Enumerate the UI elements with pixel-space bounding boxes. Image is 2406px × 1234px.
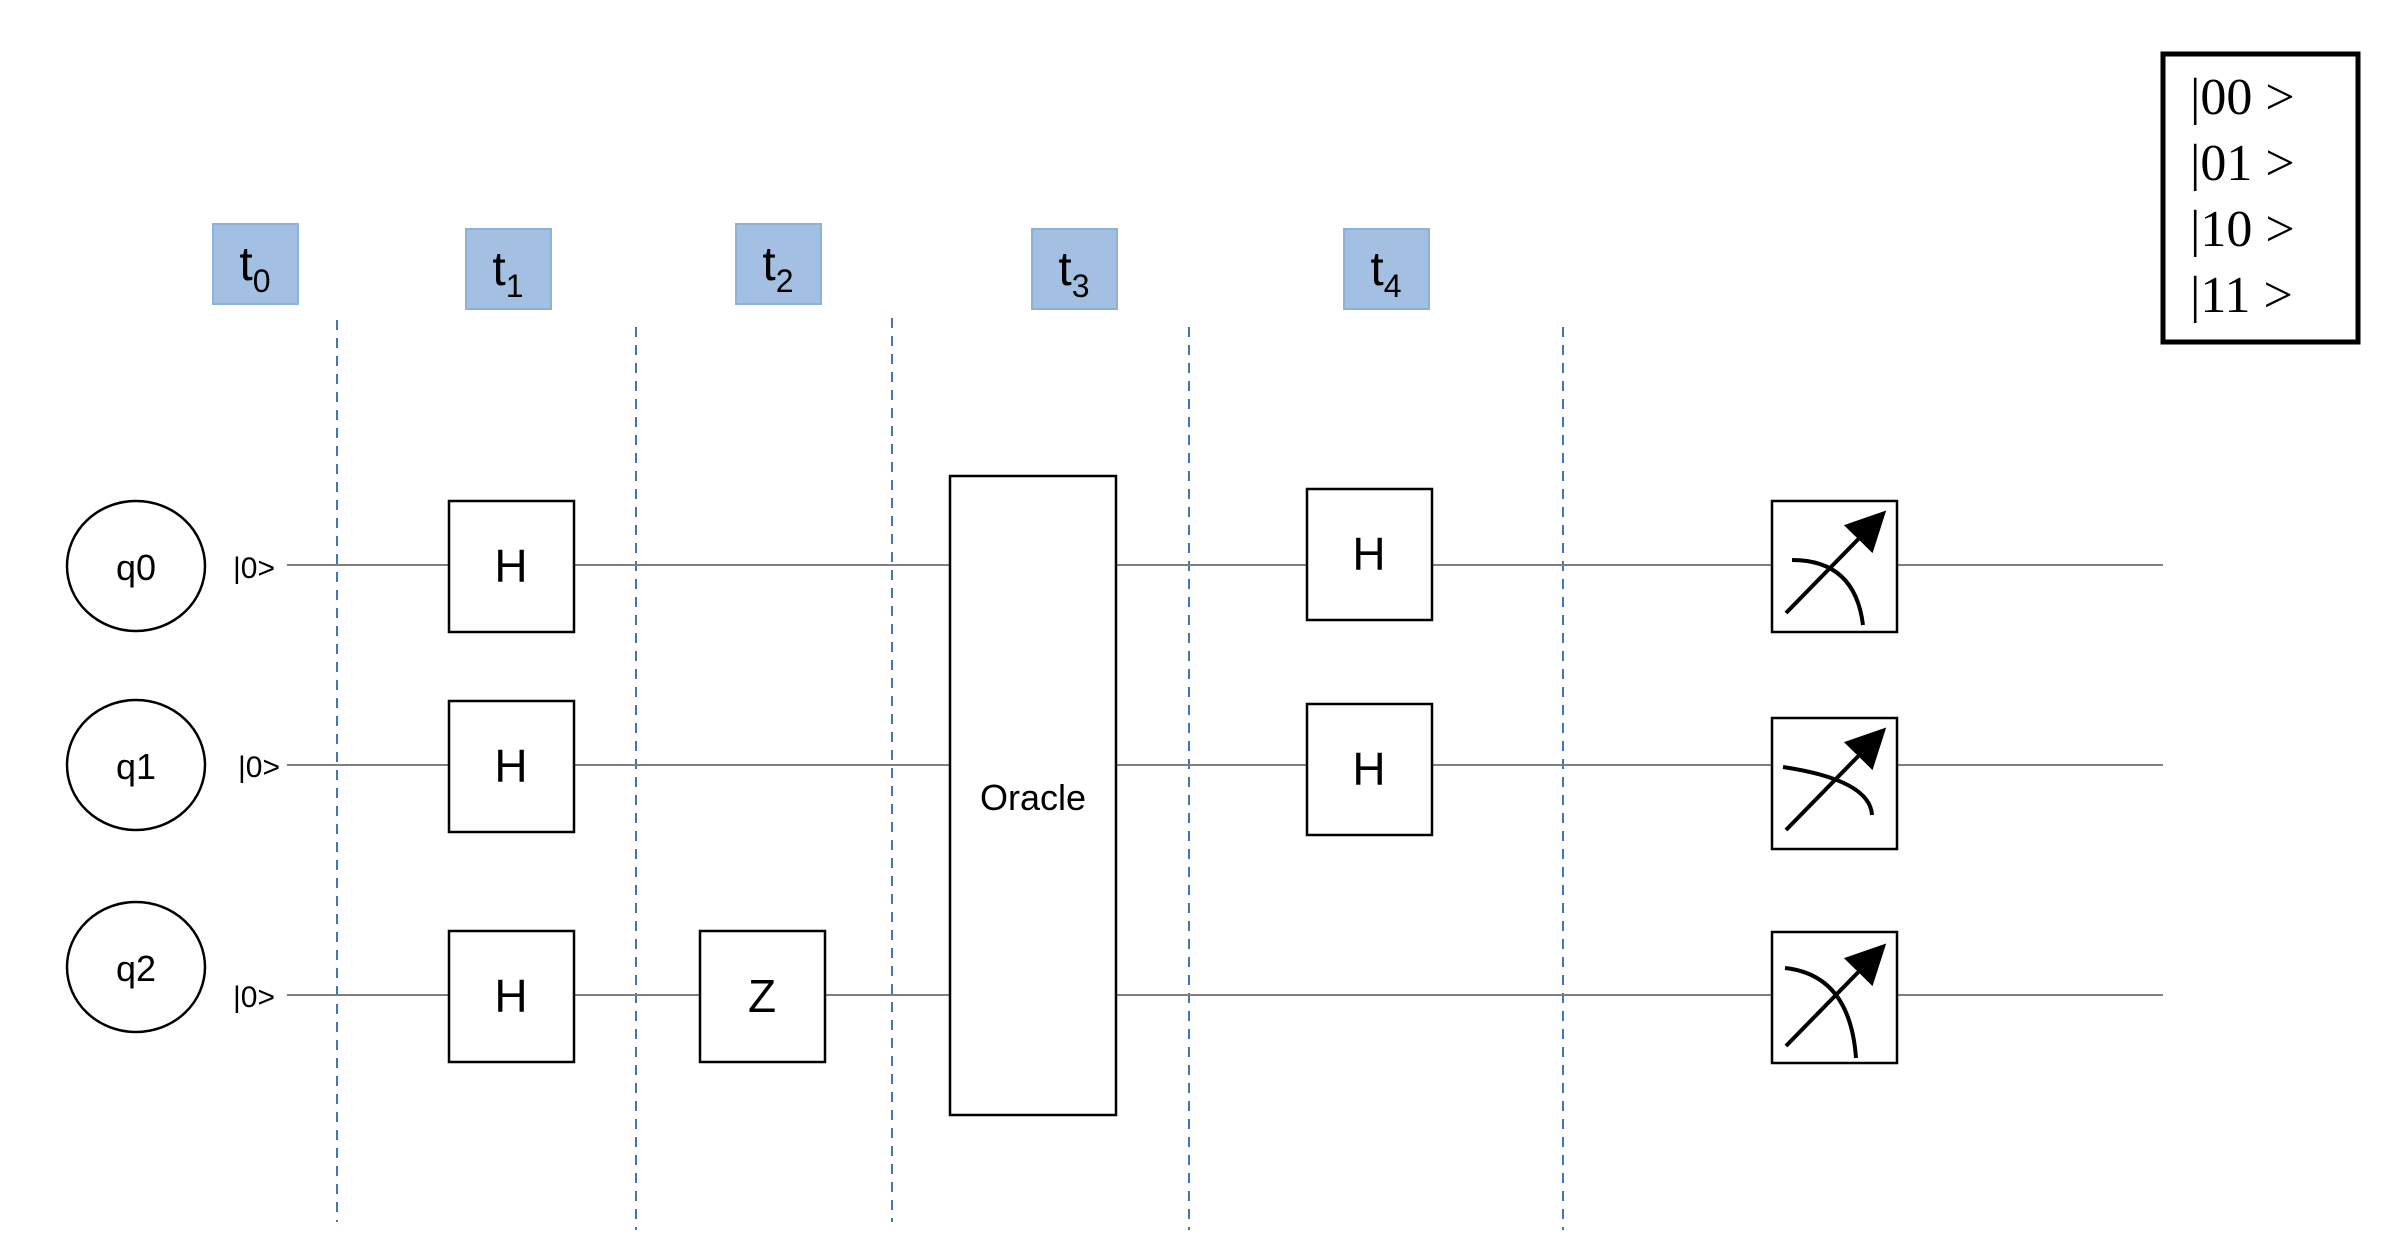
time-label-t1: t1: [465, 228, 552, 310]
time-label-t0: t0: [212, 223, 299, 305]
svg-text:t2: t2: [762, 238, 793, 299]
init-state-q0: |0>: [233, 552, 275, 585]
svg-text:H: H: [1352, 743, 1385, 795]
z-gate-q2-t2: Z: [698, 929, 827, 1064]
svg-text:t1: t1: [492, 243, 523, 304]
qubit-labels: q0 |0> q1 |0> q2 |0>: [65, 499, 280, 1034]
svg-text:t0: t0: [239, 238, 270, 299]
basis-state-10: |10 >: [2190, 201, 2295, 258]
svg-text:H: H: [494, 540, 527, 592]
svg-text:t3: t3: [1058, 243, 1089, 304]
h-gate-q0-t4: H: [1305, 487, 1434, 622]
basis-states-box: |00 > |01 > |10 > |11 >: [2160, 51, 2361, 345]
svg-text:H: H: [494, 970, 527, 1022]
basis-state-11: |11 >: [2190, 267, 2293, 324]
hadamard-gates-t1: H H H: [447, 499, 576, 1064]
time-labels: t0 t1 t2 t3 t4: [212, 223, 1430, 310]
svg-text:Oracle: Oracle: [980, 777, 1086, 818]
svg-text:q1: q1: [116, 746, 156, 787]
init-state-q2: |0>: [233, 981, 275, 1014]
measurement-meter-icon-q1: [1770, 716, 1899, 851]
init-state-q1: |0>: [238, 751, 280, 784]
time-label-t3: t3: [1031, 228, 1118, 310]
h-gate-q0-t1: H: [447, 499, 576, 634]
svg-text:q0: q0: [116, 547, 156, 588]
measurement-meter-icon-q0: [1770, 499, 1899, 634]
oracle-gate: Oracle: [948, 474, 1118, 1117]
qubit-q0: q0: [65, 499, 207, 633]
svg-text:q2: q2: [116, 948, 156, 989]
time-label-t2: t2: [735, 223, 822, 305]
h-gate-q1-t4: H: [1305, 702, 1434, 837]
qubit-q1: q1: [65, 698, 207, 832]
time-label-t4: t4: [1343, 228, 1430, 310]
basis-state-01: |01 >: [2190, 135, 2295, 192]
measurement-meter-icon-q2: [1770, 930, 1899, 1065]
svg-text:H: H: [494, 740, 527, 792]
h-gate-q2-t1: H: [447, 929, 576, 1064]
svg-text:t4: t4: [1370, 243, 1401, 304]
svg-text:H: H: [1352, 528, 1385, 580]
measurements: [1770, 499, 1899, 1065]
h-gate-q1-t1: H: [447, 699, 576, 834]
qubit-q2: q2: [65, 900, 207, 1034]
hadamard-gates-t4: H H: [1305, 487, 1434, 837]
basis-state-00: |00 >: [2190, 69, 2295, 126]
time-dividers: [336, 318, 1564, 1230]
svg-text:Z: Z: [748, 970, 776, 1022]
